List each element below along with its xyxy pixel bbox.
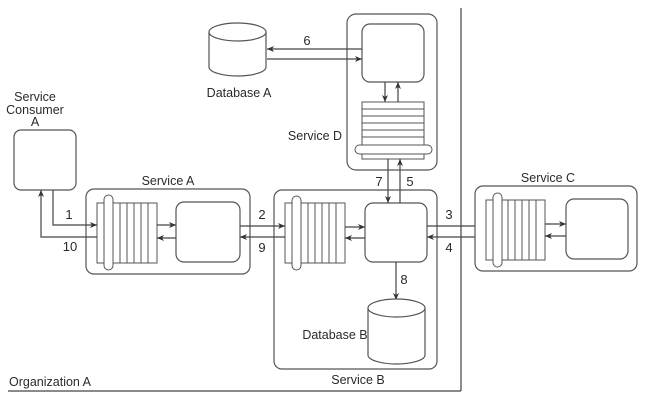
service-c-queue xyxy=(485,192,546,268)
service-c: Service C xyxy=(474,171,638,272)
service-b-queue xyxy=(284,195,346,271)
service-a: Service A xyxy=(85,174,251,275)
database-b-body xyxy=(367,308,426,365)
service-c-queue-endpoint xyxy=(492,192,503,268)
organization-boundary: Organization A xyxy=(8,8,462,392)
edge-label-10: 10 xyxy=(63,239,77,254)
edge-label-3: 3 xyxy=(445,207,452,222)
edge-6: 6 xyxy=(267,33,362,62)
consumer-label-line2: Consumer xyxy=(6,103,64,117)
service-a-label: Service A xyxy=(142,174,195,188)
consumer-box xyxy=(13,129,77,191)
edge-label-2: 2 xyxy=(258,207,265,222)
edge-5: 5 xyxy=(397,159,414,203)
edge-9: 9 xyxy=(240,234,285,255)
database-b: Database B xyxy=(302,298,426,365)
service-d-label: Service D xyxy=(288,129,342,143)
service-a-queue xyxy=(96,194,158,271)
edge-label-5: 5 xyxy=(406,174,413,189)
database-a: Database A xyxy=(207,22,272,100)
edge-2: 2 xyxy=(240,207,285,229)
edge-label-8: 8 xyxy=(400,272,407,287)
database-a-top xyxy=(208,22,267,42)
edge-label-1: 1 xyxy=(65,207,72,222)
service-c-logic-box xyxy=(565,198,629,260)
service-a-logic-box xyxy=(175,201,241,263)
edge-label-9: 9 xyxy=(258,240,265,255)
service-d-queue-endpoint xyxy=(354,144,433,155)
service-d: Service D xyxy=(288,13,438,171)
database-b-top xyxy=(367,298,426,318)
service-consumer-a: Service Consumer A xyxy=(6,90,77,191)
edge-10: 10 xyxy=(38,190,97,254)
service-d-logic-box xyxy=(361,23,425,83)
database-a-label: Database A xyxy=(207,86,272,100)
service-b-logic-box xyxy=(364,202,428,263)
service-c-label: Service C xyxy=(521,171,575,185)
edge-7: 7 xyxy=(375,159,391,203)
edge-label-4: 4 xyxy=(445,240,452,255)
edge-label-6: 6 xyxy=(303,33,310,48)
database-b-label: Database B xyxy=(302,328,367,342)
service-a-queue-endpoint xyxy=(103,194,114,271)
service-b-queue-endpoint xyxy=(291,195,302,271)
organization-label: Organization A xyxy=(9,375,92,389)
service-d-queue xyxy=(354,101,433,160)
consumer-label-line3: A xyxy=(31,115,40,129)
consumer-label-line1: Service xyxy=(14,90,56,104)
service-b-label: Service B xyxy=(331,373,385,387)
edge-1: 1 xyxy=(52,190,97,228)
edge-label-7: 7 xyxy=(375,174,382,189)
database-a-body xyxy=(208,32,267,77)
edge-8: 8 xyxy=(393,262,408,300)
